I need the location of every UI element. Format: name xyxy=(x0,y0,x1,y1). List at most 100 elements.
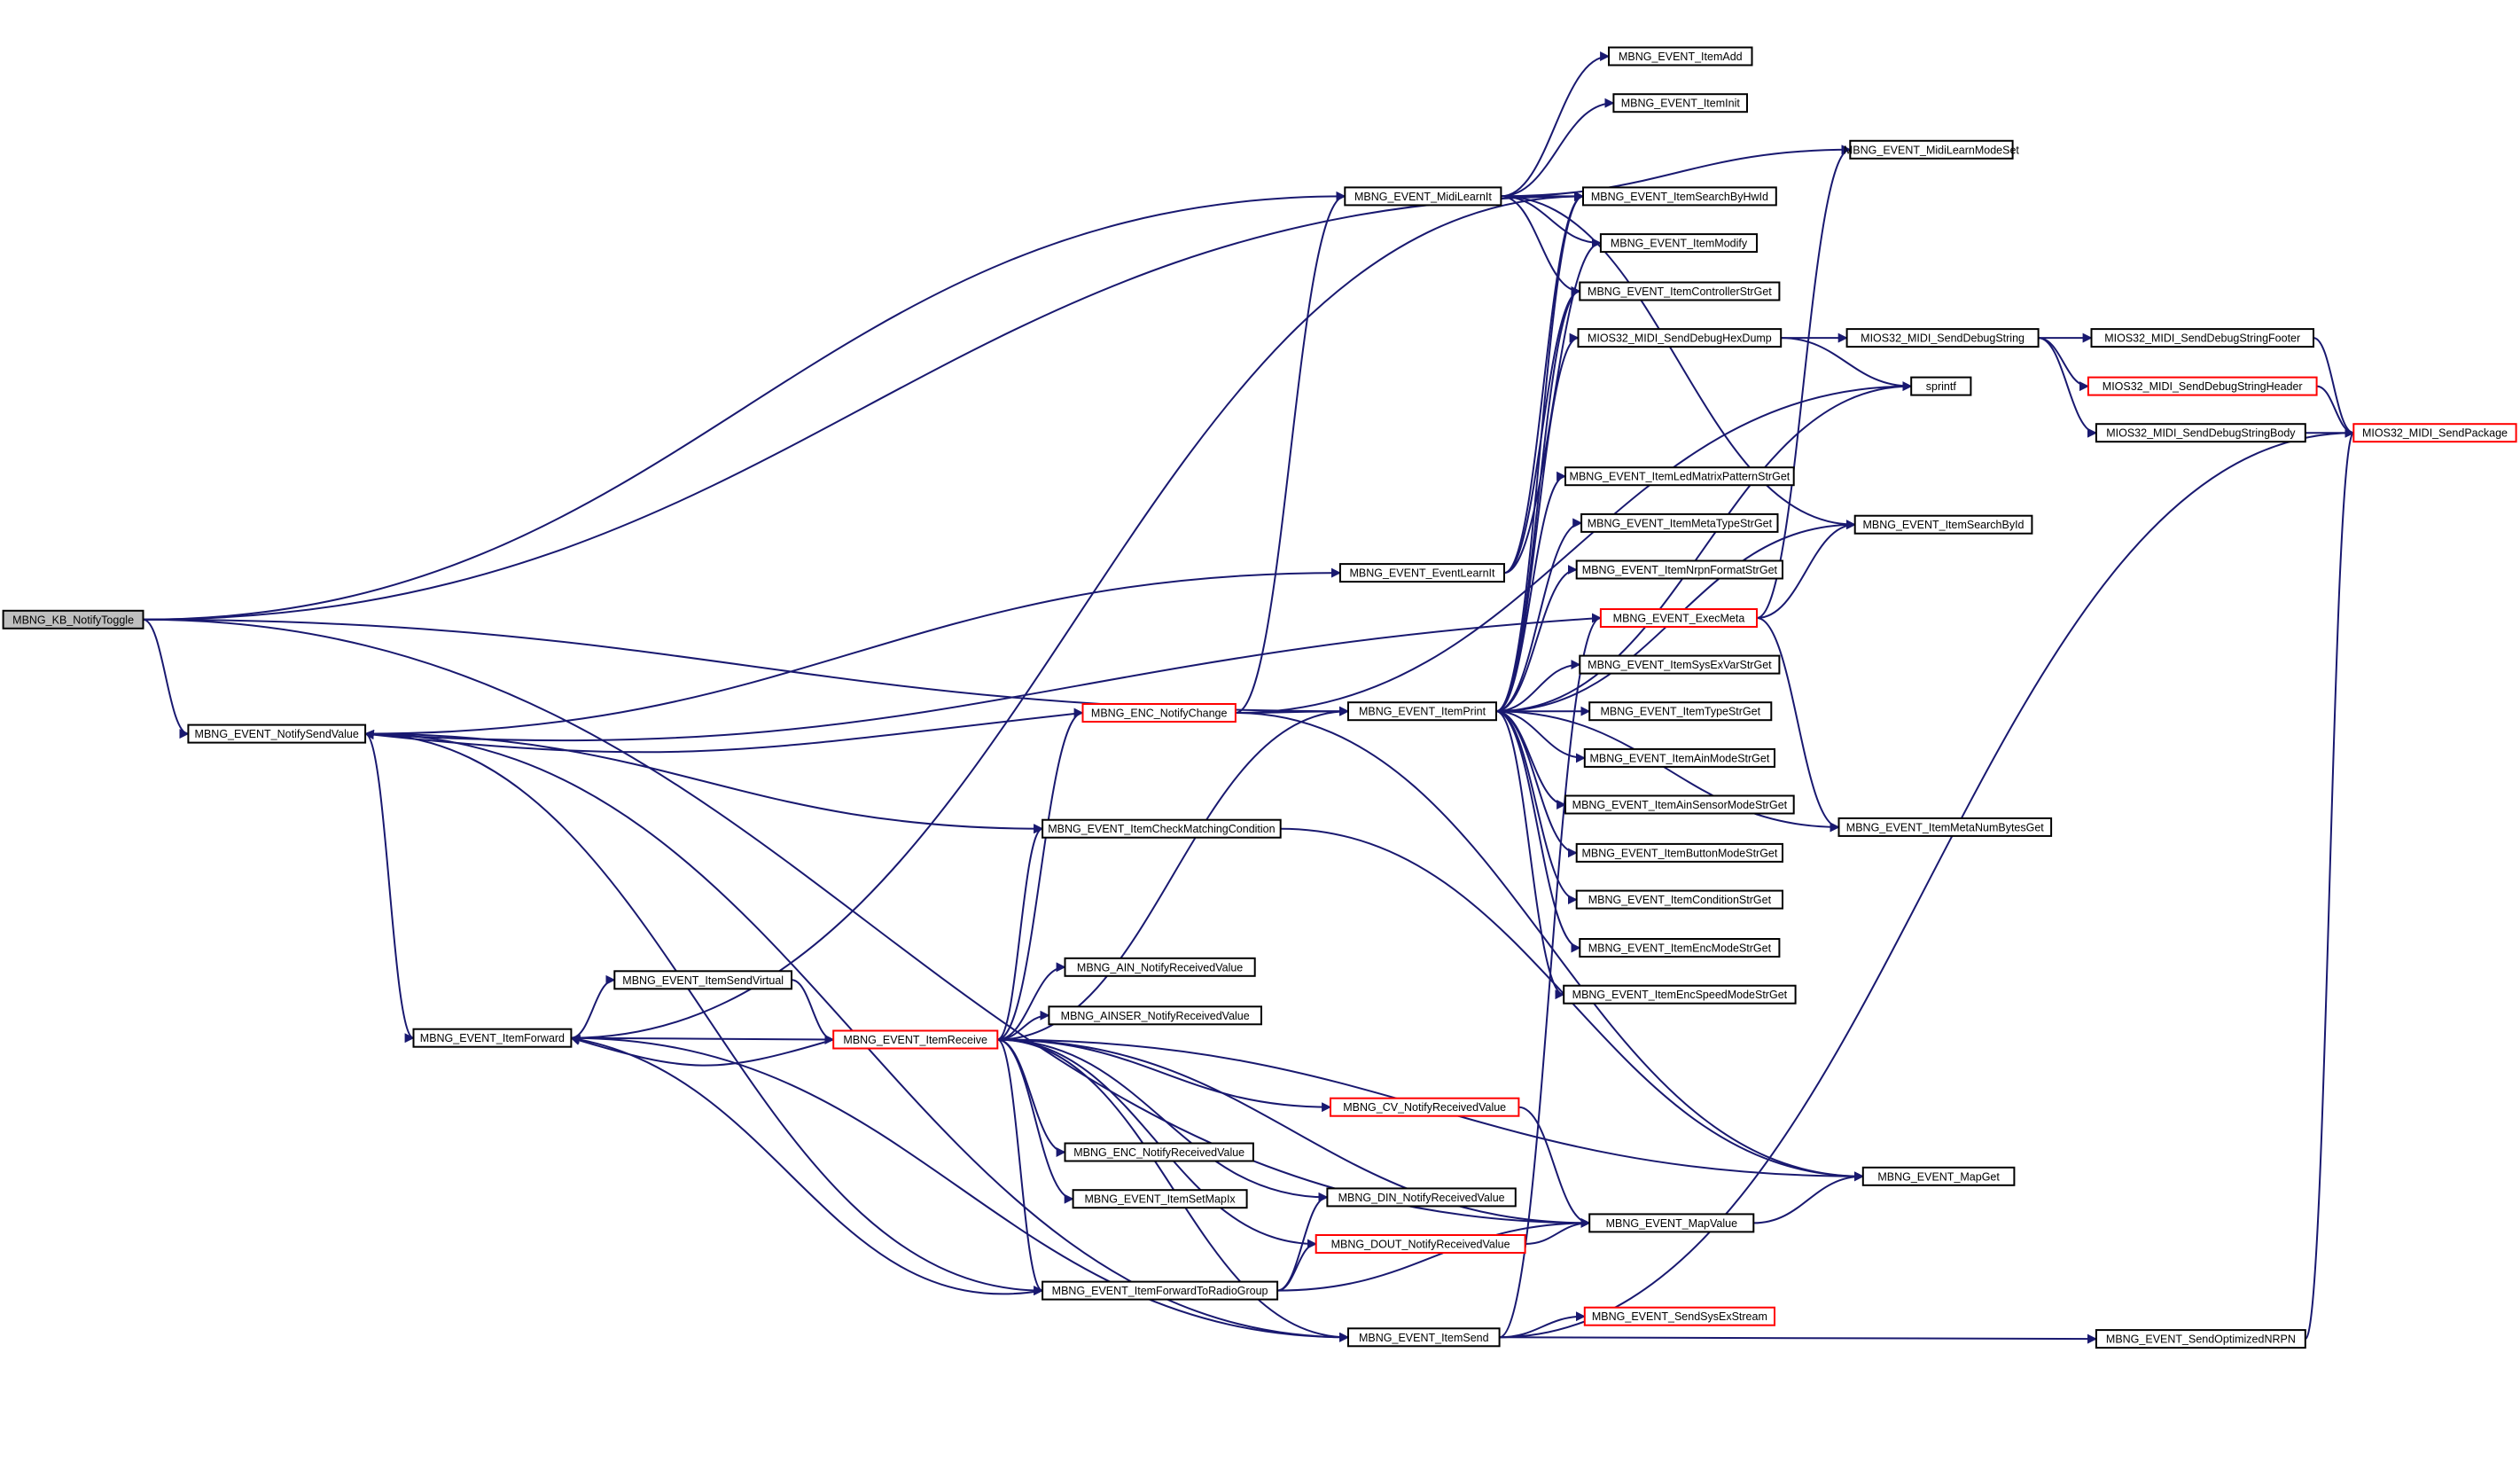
node-box[interactable] xyxy=(2087,376,2318,396)
node-box[interactable] xyxy=(1579,281,1781,301)
node-box[interactable] xyxy=(1837,817,2053,837)
node-map-value[interactable]: MBNG_EVENT_MapValue xyxy=(1588,1213,1755,1233)
node-item-nrpn-format-str-get[interactable]: MBNG_EVENT_ItemNrpnFormatStrGet xyxy=(1575,559,1783,580)
node-box[interactable] xyxy=(187,723,367,744)
node-midi-learn-it[interactable]: MBNG_EVENT_MidiLearnIt xyxy=(1344,186,1502,207)
node-event-learn-it[interactable]: MBNG_EVENT_EventLearnIt xyxy=(1338,563,1506,583)
node-item-meta-num-bytes-get[interactable]: MBNG_EVENT_ItemMetaNumBytesGet xyxy=(1837,817,2053,837)
node-enc-notify-change[interactable]: MBNG_ENC_NotifyChange xyxy=(1081,703,1237,723)
node-box[interactable] xyxy=(1579,654,1781,675)
node-box[interactable] xyxy=(1580,512,1779,533)
node-box[interactable] xyxy=(613,970,792,990)
node-ainser-notify-received-value[interactable]: MBNG_AINSER_NotifyReceivedValue xyxy=(1048,1005,1263,1026)
node-box[interactable] xyxy=(1072,1189,1248,1209)
node-item-receive[interactable]: MBNG_EVENT_ItemReceive xyxy=(832,1029,999,1050)
node-item-send-virtual[interactable]: MBNG_EVENT_ItemSendVirtual xyxy=(613,970,792,990)
node-midi-learn-mode-set[interactable]: MBNG_EVENT_MidiLearnModeSet xyxy=(1844,139,2020,160)
node-box[interactable] xyxy=(1849,139,2014,160)
node-item-ain-sensor-mode-str-get[interactable]: MBNG_EVENT_ItemAinSensorModeStrGet xyxy=(1564,794,1795,815)
node-box[interactable] xyxy=(1347,1327,1501,1348)
node-cv-notify-received-value[interactable]: MBNG_CV_NotifyReceivedValue xyxy=(1330,1097,1520,1117)
node-kb-notify-toggle[interactable]: MBNG_KB_NotifyToggle xyxy=(2,609,144,630)
node-box[interactable] xyxy=(1347,701,1497,722)
node-exec-meta[interactable]: MBNG_EVENT_ExecMeta xyxy=(1599,608,1759,628)
node-item-check-matching-condition[interactable]: MBNG_EVENT_ItemCheckMatchingCondition xyxy=(1042,818,1282,839)
node-box[interactable] xyxy=(1344,186,1502,207)
node-box[interactable] xyxy=(1910,376,1972,396)
node-item-init[interactable]: MBNG_EVENT_ItemInit xyxy=(1612,93,1749,113)
node-box[interactable] xyxy=(832,1029,999,1050)
node-box[interactable] xyxy=(1588,1213,1755,1233)
node-box[interactable] xyxy=(1042,818,1282,839)
node-box[interactable] xyxy=(1064,1142,1254,1162)
node-box[interactable] xyxy=(1563,984,1797,1005)
node-box[interactable] xyxy=(1042,1280,1279,1301)
node-box[interactable] xyxy=(1326,1187,1517,1208)
node-box[interactable] xyxy=(1608,46,1753,66)
node-box[interactable] xyxy=(1064,957,1256,977)
node-item-button-mode-str-get[interactable]: MBNG_EVENT_ItemButtonModeStrGet xyxy=(1575,842,1783,863)
node-item-add[interactable]: MBNG_EVENT_ItemAdd xyxy=(1608,46,1753,66)
node-box[interactable] xyxy=(1853,514,2033,535)
node-send-sysex-stream[interactable]: MBNG_EVENT_SendSysExStream xyxy=(1583,1306,1776,1326)
node-send-debug-string[interactable]: MIOS32_MIDI_SendDebugString xyxy=(1845,328,2040,348)
node-box[interactable] xyxy=(1575,559,1783,580)
node-send-debug-string-header[interactable]: MIOS32_MIDI_SendDebugStringHeader xyxy=(2087,376,2318,396)
node-box[interactable] xyxy=(1583,1306,1776,1326)
node-box[interactable] xyxy=(2,609,144,630)
node-dout-notify-received-value[interactable]: MBNG_DOUT_NotifyReceivedValue xyxy=(1315,1234,1526,1254)
node-item-print[interactable]: MBNG_EVENT_ItemPrint xyxy=(1347,701,1497,722)
node-item-forward-to-radio-group[interactable]: MBNG_EVENT_ItemForwardToRadioGroup xyxy=(1042,1280,1279,1301)
node-item-set-mapix[interactable]: MBNG_EVENT_ItemSetMapIx xyxy=(1072,1189,1248,1209)
node-box[interactable] xyxy=(1577,328,1783,348)
node-send-debug-string-footer[interactable]: MIOS32_MIDI_SendDebugStringFooter xyxy=(2090,328,2314,348)
node-box[interactable] xyxy=(1579,938,1781,958)
node-box[interactable] xyxy=(1575,889,1783,910)
node-box[interactable] xyxy=(1612,93,1749,113)
node-din-notify-received-value[interactable]: MBNG_DIN_NotifyReceivedValue xyxy=(1326,1187,1517,1208)
node-item-ain-mode-str-get[interactable]: MBNG_EVENT_ItemAinModeStrGet xyxy=(1583,747,1776,768)
node-send-optimized-nrpn[interactable]: MBNG_EVENT_SendOptimizedNRPN xyxy=(2095,1329,2306,1349)
node-box[interactable] xyxy=(1315,1234,1526,1254)
node-box[interactable] xyxy=(1583,747,1776,768)
node-box[interactable] xyxy=(1564,466,1795,487)
node-sprintf[interactable]: sprintf xyxy=(1910,376,1972,396)
node-item-enc-mode-str-get[interactable]: MBNG_EVENT_ItemEncModeStrGet xyxy=(1579,938,1781,958)
node-item-send[interactable]: MBNG_EVENT_ItemSend xyxy=(1347,1327,1501,1348)
node-item-modify[interactable]: MBNG_EVENT_ItemModify xyxy=(1599,233,1759,254)
node-item-condition-str-get[interactable]: MBNG_EVENT_ItemConditionStrGet xyxy=(1575,889,1783,910)
node-box[interactable] xyxy=(2095,1329,2306,1349)
node-box[interactable] xyxy=(1081,703,1237,723)
node-map-get[interactable]: MBNG_EVENT_MapGet xyxy=(1861,1166,2016,1186)
node-box[interactable] xyxy=(1845,328,2040,348)
node-item-meta-type-str-get[interactable]: MBNG_EVENT_ItemMetaTypeStrGet xyxy=(1580,512,1779,533)
node-send-debug-hex-dump[interactable]: MIOS32_MIDI_SendDebugHexDump xyxy=(1577,328,1783,348)
node-item-search-by-hwid[interactable]: MBNG_EVENT_ItemSearchByHwId xyxy=(1582,186,1777,207)
node-item-controller-str-get[interactable]: MBNG_EVENT_ItemControllerStrGet xyxy=(1579,281,1781,301)
node-notify-send-value[interactable]: MBNG_EVENT_NotifySendValue xyxy=(187,723,367,744)
node-box[interactable] xyxy=(1564,794,1795,815)
node-ain-notify-received-value[interactable]: MBNG_AIN_NotifyReceivedValue xyxy=(1064,957,1256,977)
node-item-led-matrix-pattern-str-get[interactable]: MBNG_EVENT_ItemLedMatrixPatternStrGet xyxy=(1564,466,1795,487)
node-enc-notify-received-value[interactable]: MBNG_ENC_NotifyReceivedValue xyxy=(1064,1142,1254,1162)
node-item-enc-speed-mode-str-get[interactable]: MBNG_EVENT_ItemEncSpeedModeStrGet xyxy=(1563,984,1797,1005)
node-item-type-str-get[interactable]: MBNG_EVENT_ItemTypeStrGet xyxy=(1588,701,1773,722)
node-box[interactable] xyxy=(1330,1097,1520,1117)
node-box[interactable] xyxy=(1575,842,1783,863)
node-box[interactable] xyxy=(412,1028,573,1048)
node-box[interactable] xyxy=(1588,701,1773,722)
node-box[interactable] xyxy=(2095,423,2306,443)
node-box[interactable] xyxy=(2352,423,2517,443)
node-send-package[interactable]: MIOS32_MIDI_SendPackage xyxy=(2352,423,2517,443)
node-box[interactable] xyxy=(2090,328,2314,348)
node-box[interactable] xyxy=(1599,233,1759,254)
node-box[interactable] xyxy=(1861,1166,2016,1186)
node-box[interactable] xyxy=(1599,608,1759,628)
node-item-forward[interactable]: MBNG_EVENT_ItemForward xyxy=(412,1028,573,1048)
node-send-debug-string-body[interactable]: MIOS32_MIDI_SendDebugStringBody xyxy=(2095,423,2306,443)
node-box[interactable] xyxy=(1048,1005,1263,1026)
node-box[interactable] xyxy=(1338,563,1506,583)
node-box[interactable] xyxy=(1582,186,1777,207)
node-item-search-by-id[interactable]: MBNG_EVENT_ItemSearchById xyxy=(1853,514,2033,535)
node-item-sysex-var-str-get[interactable]: MBNG_EVENT_ItemSysExVarStrGet xyxy=(1579,654,1781,675)
